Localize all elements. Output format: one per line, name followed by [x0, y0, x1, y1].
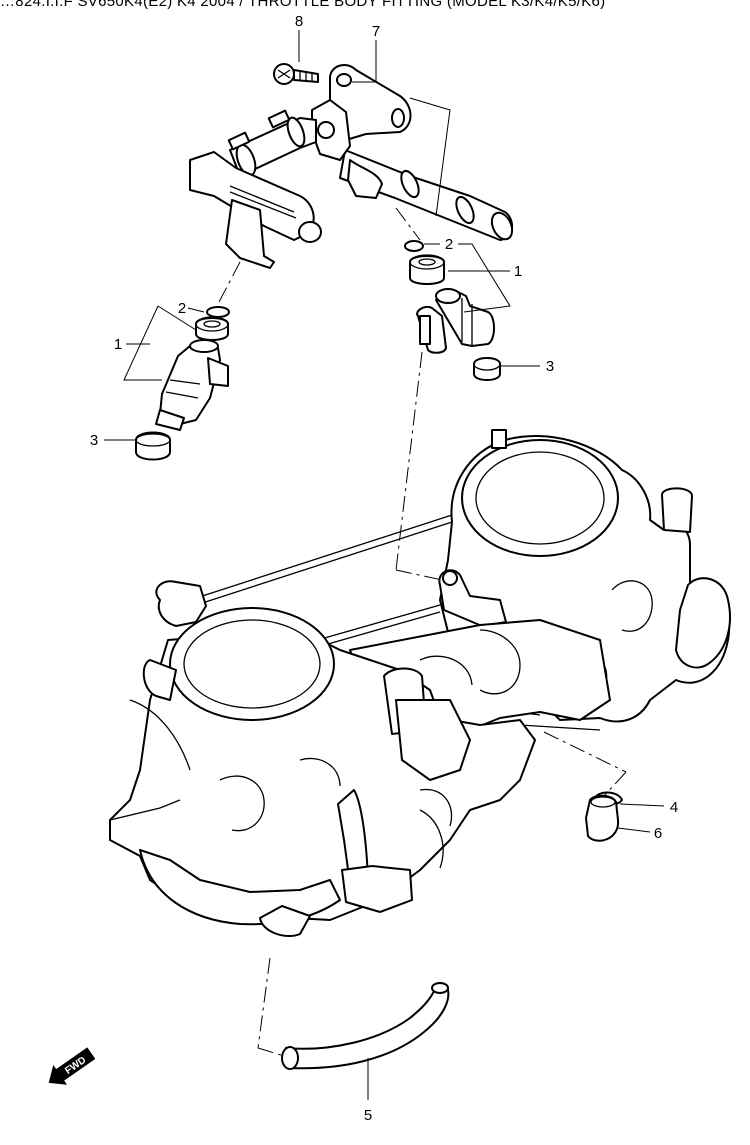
fwd-arrow-badge: FWD [48, 1047, 96, 1085]
callout-6: 6 [654, 825, 662, 842]
injector-upper [416, 288, 495, 354]
reference-lines [217, 207, 627, 1057]
throttle-body-assembly [109, 429, 731, 937]
diagram-header: …824.I.I.F SV650K4(E2) K4 2004 / THROTTL… [0, 0, 606, 10]
o-ring-left [206, 306, 230, 318]
callout-3-right: 3 [546, 358, 554, 375]
callout-4: 4 [670, 799, 678, 816]
hose [281, 982, 450, 1070]
callout-1-left: 1 [114, 336, 122, 353]
callouts: 8 7 2 1 3 2 1 3 4 6 5 [90, 13, 678, 1124]
seal-left [135, 431, 171, 461]
seal-upper [473, 357, 501, 381]
callout-8: 8 [295, 13, 303, 30]
callout-3-left: 3 [90, 432, 98, 449]
cushion-upper [409, 254, 445, 285]
fuel-delivery-pipe [189, 63, 514, 269]
callout-1-upper: 1 [514, 263, 522, 280]
screw [273, 63, 319, 85]
callout-5: 5 [364, 1107, 372, 1124]
injector-left [155, 339, 229, 431]
callout-2-left: 2 [178, 300, 186, 317]
o-ring-upper [404, 240, 424, 252]
callout-7: 7 [372, 23, 380, 40]
cap [585, 794, 620, 842]
callout-2-upper: 2 [445, 236, 453, 253]
leader-lines [104, 30, 665, 1100]
cushion-left [195, 316, 229, 341]
